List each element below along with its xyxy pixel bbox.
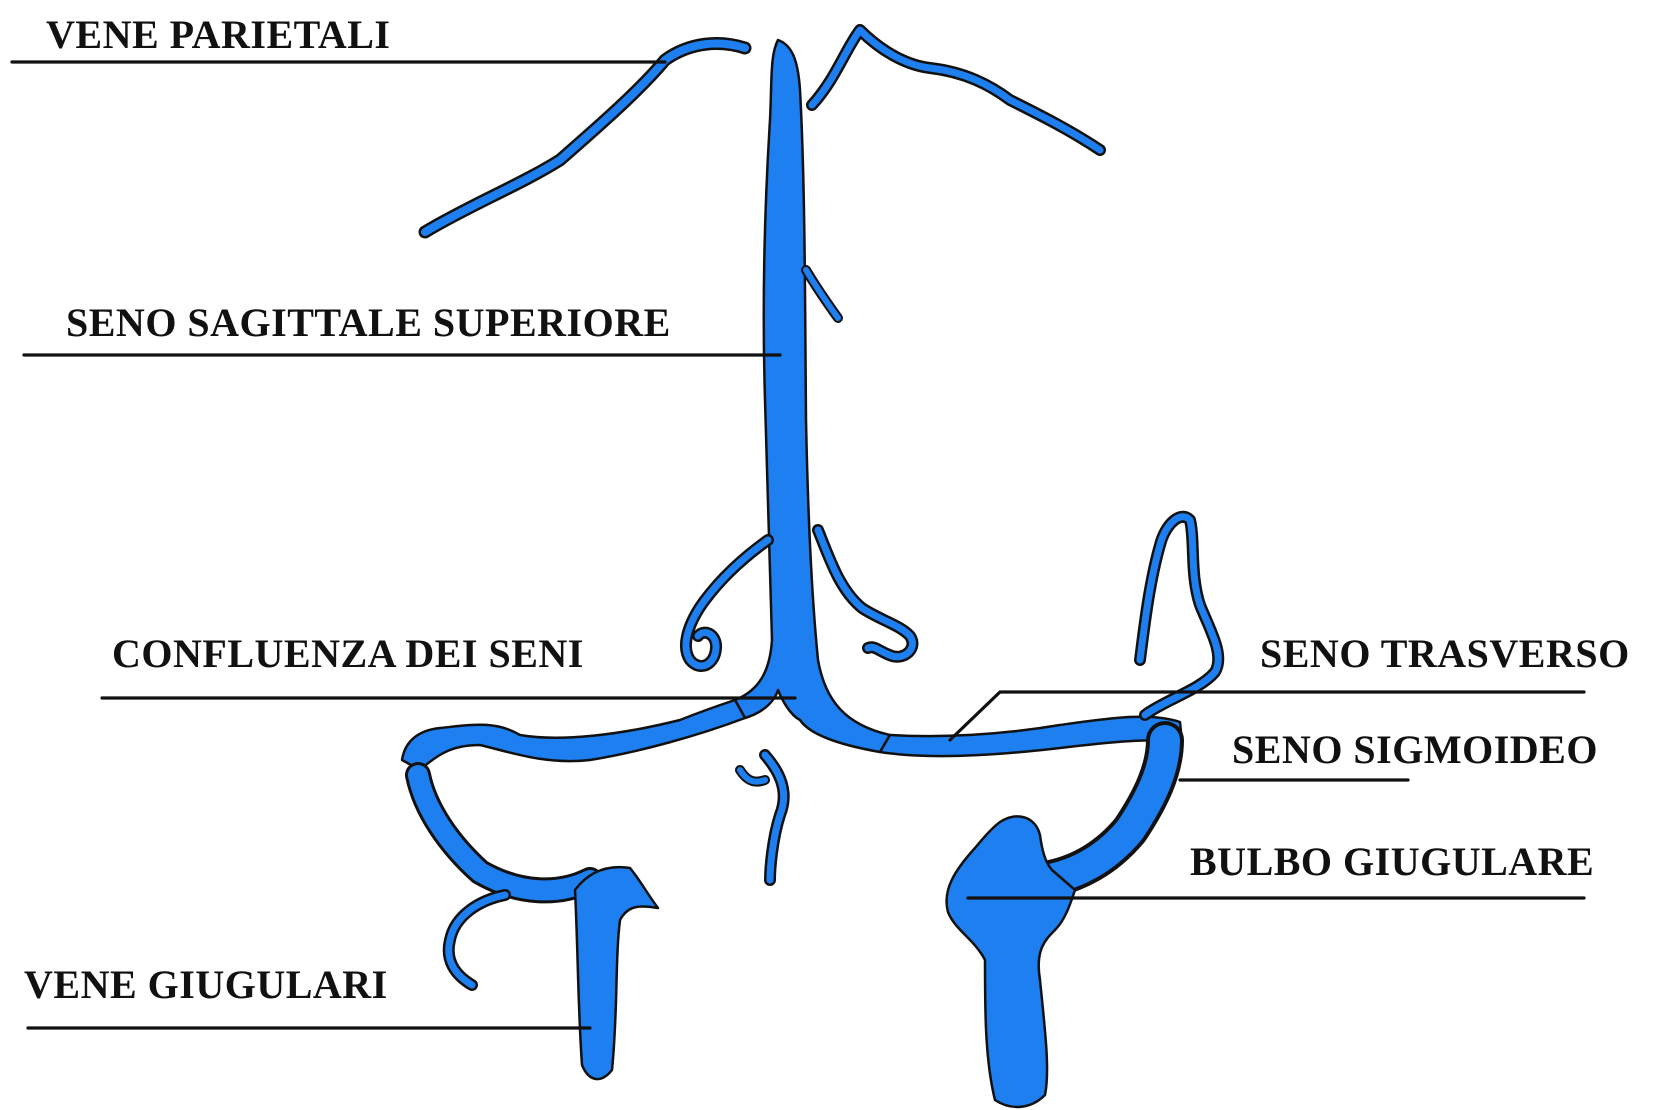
vessels	[402, 30, 1218, 1107]
label-bulbo-giugulare: BULBO GIUGULARE	[1190, 839, 1594, 884]
label-vene-parietali: VENE PARIETALI	[46, 12, 390, 57]
left-jugular-vein	[575, 867, 658, 1079]
parietal-veins	[425, 30, 1100, 232]
label-seno-sigmoideo: SENO SIGMOIDEO	[1232, 727, 1598, 772]
label-confluenza-dei-seni: CONFLUENZA DEI SENI	[112, 631, 584, 676]
label-seno-sagittale-superiore: SENO SAGITTALE SUPERIORE	[66, 300, 671, 345]
label-vene-giugulari: VENE GIUGULARI	[24, 962, 388, 1007]
label-seno-trasverso: SENO TRASVERSO	[1260, 631, 1630, 676]
labels: VENE PARIETALI SENO SAGITTALE SUPERIORE …	[24, 12, 1630, 1007]
